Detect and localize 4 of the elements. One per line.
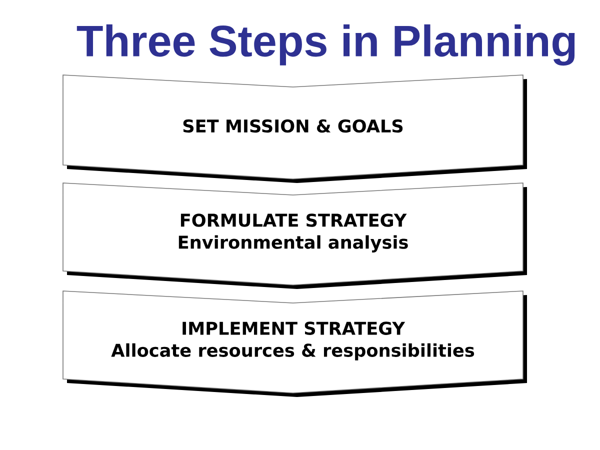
chevron-step: FORMULATE STRATEGY Environmental analysis <box>62 182 527 289</box>
chevron-step: IMPLEMENT STRATEGY Allocate resources & responsibilities <box>62 290 527 397</box>
chevron-step: SET MISSION & GOALS <box>62 74 527 183</box>
title: Three Steps in Planning <box>76 24 575 66</box>
